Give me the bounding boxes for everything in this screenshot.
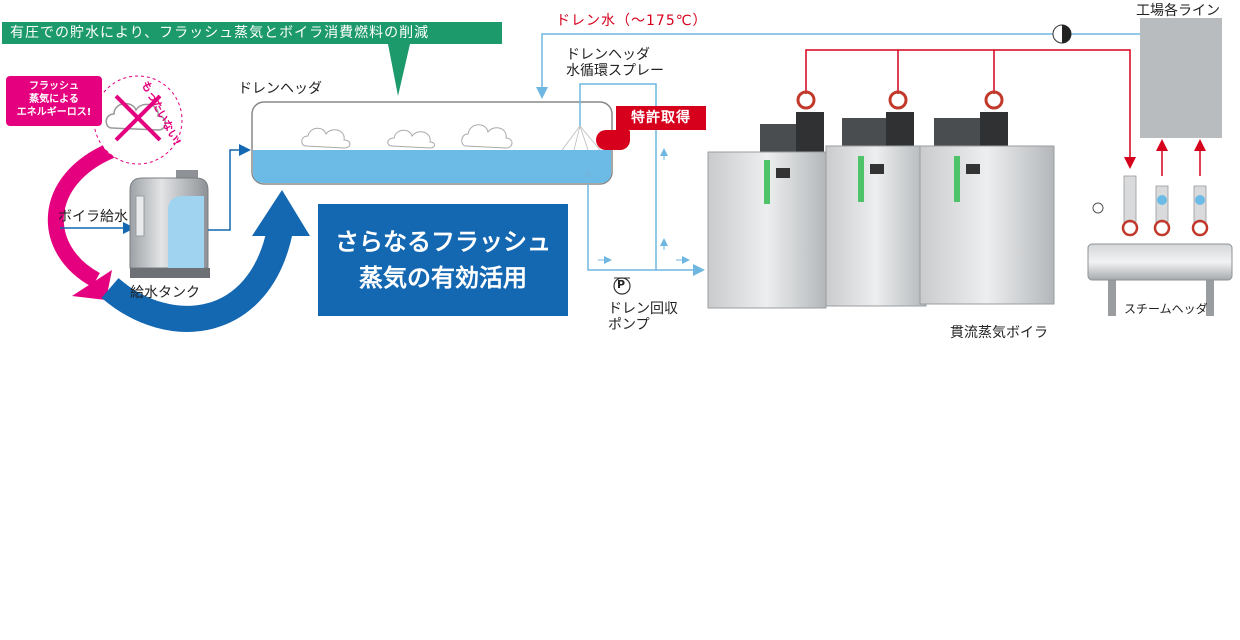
reuse-arrow	[101, 227, 293, 332]
feed-tank-label: 給水タンク	[130, 285, 200, 301]
tank-to-header-line	[208, 144, 251, 231]
drain-return-pipe	[536, 33, 1142, 99]
pointing-hand-icon	[596, 130, 630, 150]
drain-header-label: ドレンヘッダ	[238, 81, 322, 97]
steam-cloud-icon	[105, 102, 167, 131]
trap-valve-fill	[1062, 25, 1071, 43]
flash-loss-line1: フラッシュ	[29, 81, 79, 92]
flash-loss-arrow-head	[72, 270, 112, 300]
highlight-line2: 蒸気の有効活用	[359, 264, 527, 292]
steam-header	[1087, 175, 1233, 316]
reuse-arrow-head	[252, 190, 310, 236]
steam-main-pipe	[805, 49, 1136, 169]
drain-water-label: ドレン水（〜175℃）	[556, 13, 708, 29]
spray-label-line2: 水循環スプレー	[566, 63, 664, 79]
flash-loss-arrow	[47, 142, 116, 288]
banner-pointer	[388, 44, 410, 96]
drain-header-vessel	[251, 101, 613, 185]
drain-pump-label-line2: ポンプ	[608, 317, 650, 333]
flash-loss-badge: フラッシュ 蒸気による エネルギーロス!	[6, 76, 102, 126]
boiler-label: 貫流蒸気ボイラ	[950, 325, 1048, 341]
spray-label-line1: ドレンヘッダ	[566, 47, 650, 63]
boiler-feed-label: ボイラ給水	[58, 209, 128, 225]
drain-pump-label-line1: ドレン回収	[608, 301, 678, 317]
spray-loop-pipe	[579, 83, 657, 271]
benefit-banner: 有圧での貯水により、フラッシュ蒸気とボイラ消費燃料の削減	[2, 22, 502, 44]
flash-loss-line3: エネルギーロス!	[16, 107, 92, 118]
factory-lines-box	[1140, 18, 1222, 138]
boiler-unit-3	[919, 90, 1055, 305]
highlight-line1: さらなるフラッシュ	[335, 228, 551, 256]
flash-loss-line2: 蒸気による	[29, 94, 79, 105]
feed-tank	[129, 170, 210, 278]
factory-label: 工場各ライン	[1136, 3, 1220, 19]
cross-icon-stroke	[114, 94, 162, 142]
boiler-unit-1	[707, 90, 827, 309]
pump-symbol-label: P	[617, 278, 626, 291]
highlight-box: さらなるフラッシュ 蒸気の有効活用	[318, 204, 568, 316]
boiler-unit-2	[825, 90, 927, 307]
patent-badge: 特許取得	[616, 106, 706, 130]
steam-header-label: スチームヘッダ	[1124, 302, 1208, 316]
